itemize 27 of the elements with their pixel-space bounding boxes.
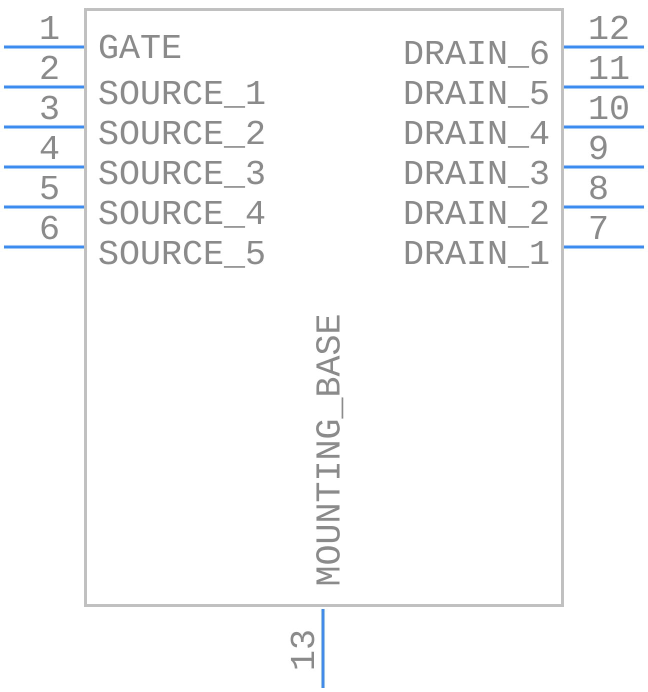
pin-name: DRAIN_6 [402,37,550,73]
pin-name: SOURCE_2 [98,117,266,153]
pin-number: 7 [588,212,610,248]
pin-name: MOUNTING_BASE [312,313,348,587]
pin-name: DRAIN_5 [402,77,550,113]
pin-number: 4 [39,132,60,168]
pin-number: 5 [39,172,60,208]
pin-name: SOURCE_4 [98,197,266,233]
ic-body [84,8,564,607]
pin-name: SOURCE_3 [98,157,266,193]
pin-name: DRAIN_3 [402,157,550,193]
pin-number: 12 [588,12,630,48]
pin-name: DRAIN_2 [402,197,550,233]
pin-number: 1 [39,12,60,48]
pin-number: 2 [39,52,60,88]
pin-number: 9 [588,132,610,168]
pin-name: GATE [98,31,182,67]
pin-name: DRAIN_1 [402,237,550,273]
pin-name: SOURCE_5 [98,237,266,273]
pin-name: DRAIN_4 [402,117,550,153]
pin-number: 3 [39,92,60,128]
pin-number: 8 [588,172,610,208]
pin-number: 6 [39,212,60,248]
pin-number: 10 [588,92,630,128]
pin-number: 11 [588,52,630,88]
pin-number: 13 [287,629,323,671]
pin-name: SOURCE_1 [98,77,266,113]
